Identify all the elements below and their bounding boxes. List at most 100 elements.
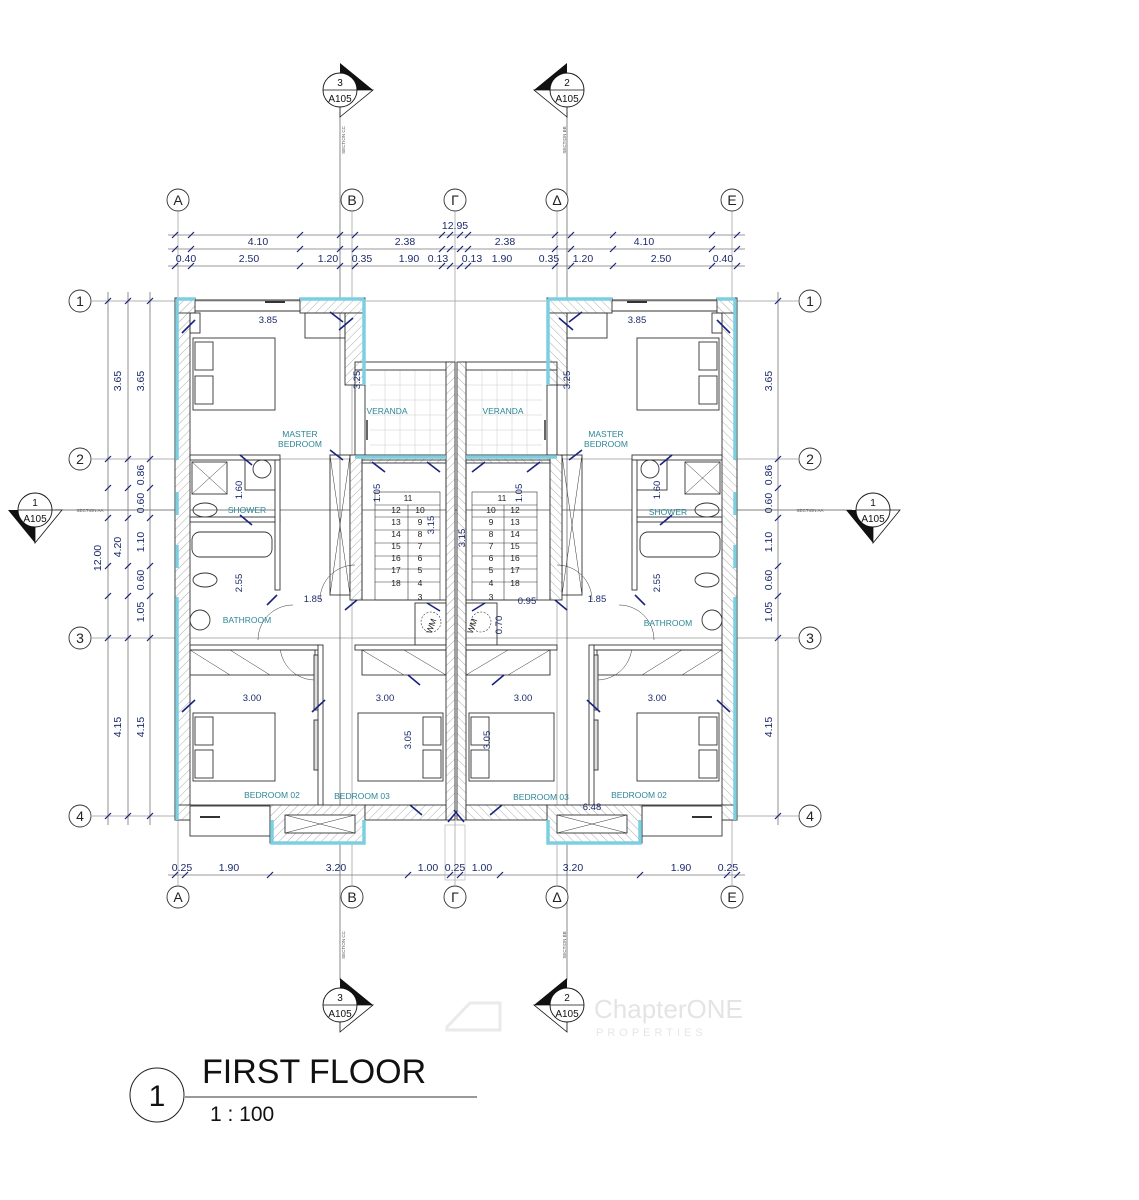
grid-column-label: Γ (451, 192, 459, 208)
grid-column-label: E (727, 192, 736, 208)
grid-bubble-column (340, 188, 364, 212)
grid-row-label: 4 (76, 808, 84, 824)
dimension-ticks (104, 231, 782, 879)
stair-step-number: 14 (391, 529, 401, 539)
section-line-label: SECTION BB (562, 126, 567, 153)
grid-bubble-column (166, 188, 190, 212)
interior-dimension: 3.25 (562, 371, 573, 390)
interior-dimension: 3.05 (403, 731, 414, 750)
stair-step-number: 10 (415, 505, 425, 515)
stair-step-number: 17 (510, 565, 520, 575)
dim-left-minor: 0.86 (135, 465, 147, 486)
interior-dimension: 3.85 (259, 315, 278, 326)
dim-left-minor: 0.60 (135, 493, 147, 514)
interior-dimension: 3.05 (482, 731, 493, 750)
stair-step-number: 8 (489, 529, 494, 539)
dim-left-minor: 1.05 (135, 602, 147, 623)
dim-left-major: 3.65 (112, 371, 124, 392)
washing-machine-label: WM (424, 617, 439, 635)
dim-bottom: 1.90 (219, 862, 240, 874)
section-sheet: A105 (861, 514, 885, 525)
dim-left-minor: 4.15 (135, 717, 147, 738)
stair-step-number: 11 (498, 493, 507, 503)
grid-row-label: 1 (76, 293, 84, 309)
grid-bubble-column (545, 188, 569, 212)
dim-top-minor: 1.20 (318, 253, 339, 265)
dim-overall-width: 12.95 (442, 220, 468, 232)
dim-right-minor: 3.65 (763, 371, 775, 392)
dim-bottom: 0.25 (718, 862, 739, 874)
right-unit-plan (452, 296, 739, 845)
interior-dimension: 1.85 (588, 594, 607, 605)
grid-column-label: A (173, 889, 183, 905)
interior-dimension: 3.15 (457, 529, 468, 548)
dim-left-minor: 3.65 (135, 371, 147, 392)
dim-right-minor: 0.60 (763, 493, 775, 514)
stair-step-number: 11 (404, 493, 413, 503)
watermark-logo (445, 1001, 502, 1032)
room-label: VERANDA (366, 406, 407, 416)
dim-top-minor: 1.20 (573, 253, 594, 265)
view-title: FIRST FLOOR (202, 1053, 426, 1091)
section-number: 2 (564, 993, 570, 1004)
dim-left-major: 4.15 (112, 717, 124, 738)
grid-column-label: Δ (552, 889, 561, 905)
interior-dimension: 1.05 (514, 484, 525, 503)
grid-column-label: E (727, 889, 736, 905)
dim-right-minor: 0.86 (763, 465, 775, 486)
stair-step-number: 18 (391, 578, 401, 588)
dim-top-major: 2.38 (395, 236, 416, 248)
dim-top-minor: 0.13 (462, 253, 483, 265)
stair-step-number: 9 (489, 517, 494, 527)
interior-dimension: 2.55 (234, 574, 245, 593)
grid-bubble-column (443, 188, 467, 212)
section-number: 1 (32, 498, 38, 509)
dim-right-minor: 1.10 (763, 532, 775, 553)
grid-bubble-row (798, 447, 822, 471)
section-number: 1 (870, 498, 876, 509)
section-sheet: A105 (328, 94, 352, 105)
interior-dimension: 3.00 (648, 693, 667, 704)
room-label: MASTER (588, 429, 623, 439)
section-line-label: SECTION CC (341, 125, 346, 154)
dim-bottom: 0.25 (445, 862, 466, 874)
grid-row-label: 3 (76, 630, 84, 646)
grid-bubble-row (798, 804, 822, 828)
interior-dimension: 3.85 (628, 315, 647, 326)
room-label: BEDROOM (584, 439, 628, 449)
watermark-subtitle: PROPERTIES (596, 1027, 707, 1039)
interior-dimension: 3.15 (426, 516, 437, 535)
dim-top-minor: 1.90 (492, 253, 513, 265)
dim-top-major: 4.10 (634, 236, 655, 248)
stair-step-number: 3 (489, 592, 494, 602)
grid-bubble-row (68, 289, 92, 313)
grid-row-label: 2 (806, 451, 814, 467)
grid-row-label: 1 (806, 293, 814, 309)
grid-row-label: 3 (806, 630, 814, 646)
stair-step-number: 13 (391, 517, 401, 527)
room-label: SHOWER (649, 507, 687, 517)
dim-bottom: 1.90 (671, 862, 692, 874)
section-number: 3 (337, 78, 343, 89)
room-label: BATHROOM (223, 615, 271, 625)
interior-dimension: 3.25 (352, 371, 363, 390)
grid-bubble-column (340, 885, 364, 909)
stair-step-number: 12 (391, 505, 401, 515)
stair-step-number: 8 (418, 529, 423, 539)
room-label: BEDROOM (278, 439, 322, 449)
stair-step-number: 4 (418, 578, 423, 588)
room-label: BATHROOM (644, 618, 692, 628)
interior-dimension: 2.55 (652, 574, 663, 593)
section-line-label: SECTION AA (76, 508, 103, 513)
interior-dimension: 6.48 (583, 802, 602, 813)
stair-step-number: 16 (510, 553, 520, 563)
stair-step-number: 7 (418, 541, 423, 551)
dim-top-minor: 0.13 (428, 253, 449, 265)
dim-bottom: 1.00 (418, 862, 439, 874)
